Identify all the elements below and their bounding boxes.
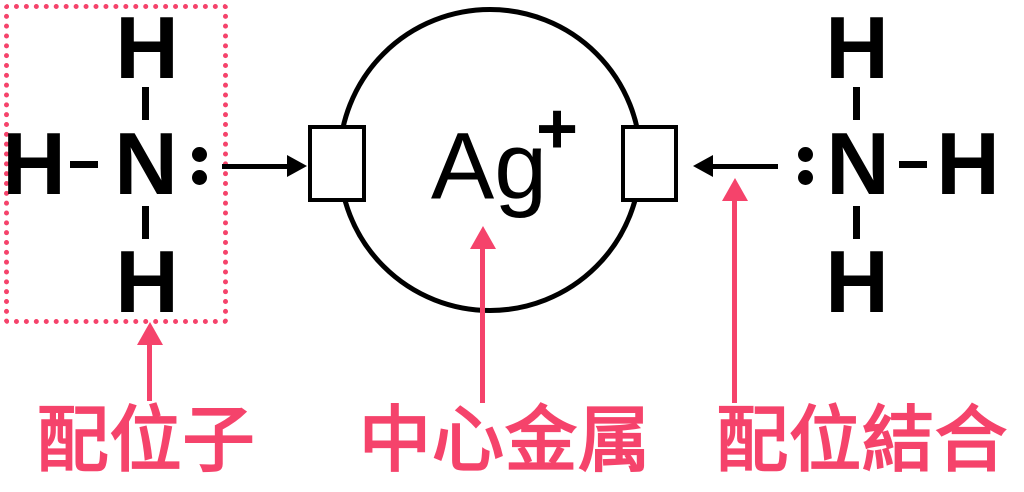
- left-bond-site-box: [308, 125, 366, 202]
- atom-hydrogen: H: [825, 232, 889, 331]
- atom-hydrogen: H: [936, 114, 1000, 213]
- atom-nitrogen: N: [826, 114, 890, 213]
- charge-superscript: +: [535, 89, 579, 169]
- bond-line: [70, 161, 98, 168]
- bond-line: [899, 161, 927, 168]
- lone-pair-dot: [192, 170, 207, 185]
- atom-hydrogen: H: [115, 232, 179, 331]
- atom-nitrogen: N: [114, 114, 178, 213]
- right-bond-site-box: [621, 125, 678, 202]
- label-coordinate-bond: 配位結合: [715, 401, 1009, 481]
- bond-line: [853, 206, 860, 239]
- bond-line: [853, 87, 860, 120]
- central-metal-symbol: Ag: [430, 113, 548, 220]
- bond-line: [142, 206, 149, 239]
- label-central-metal: 中心金属: [358, 401, 652, 481]
- atom-hydrogen: H: [825, 0, 889, 97]
- lone-pair-dot: [798, 170, 813, 185]
- atom-hydrogen: H: [115, 0, 179, 97]
- lone-pair-dot: [192, 147, 207, 162]
- lone-pair-dot: [798, 147, 813, 162]
- bond-line: [142, 87, 149, 120]
- label-ligand: 配位子: [36, 401, 256, 481]
- atom-hydrogen: H: [2, 114, 66, 213]
